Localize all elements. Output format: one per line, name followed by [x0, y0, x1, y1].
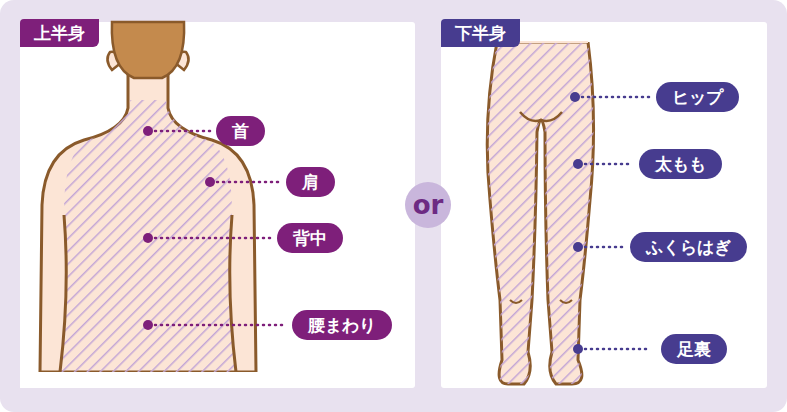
body-part-label: 足裏 — [661, 334, 727, 364]
panel-ground — [441, 22, 767, 388]
point-dot — [143, 233, 153, 243]
leader-line — [155, 130, 211, 133]
part-name: 背中 — [293, 228, 327, 248]
region-tag: 下半身 — [441, 19, 520, 47]
part-name: 腰まわり — [308, 315, 376, 335]
body-part-label: 首 — [216, 116, 265, 146]
body-part-label: 肩 — [286, 167, 335, 197]
part-name: 太もも — [655, 154, 706, 174]
or-circle: or — [405, 182, 451, 228]
or-text: or — [413, 190, 444, 220]
point-dot — [143, 320, 153, 330]
leader-line — [585, 163, 633, 166]
leader-line — [155, 324, 285, 327]
body-part-label: 背中 — [277, 223, 343, 253]
point-dot — [573, 159, 583, 169]
body-part-label: ヒップ — [656, 82, 739, 112]
part-name: 足裏 — [677, 339, 711, 359]
leader-line — [582, 96, 650, 99]
body-region-panel: 上半身首肩背中腰まわり — [20, 22, 415, 388]
leader-line — [217, 181, 281, 184]
part-name: 首 — [232, 121, 249, 141]
region-tag: 上半身 — [20, 19, 99, 47]
leader-line — [585, 348, 651, 351]
body-part-label: ふくらはぎ — [630, 232, 747, 262]
leader-line — [155, 237, 271, 240]
part-name: ヒップ — [672, 87, 723, 107]
part-name: ふくらはぎ — [646, 237, 731, 257]
leader-line — [585, 246, 626, 249]
point-dot — [205, 177, 215, 187]
body-region-panel: 下半身ヒップ太ももふくらはぎ足裏 — [441, 22, 767, 388]
point-dot — [143, 126, 153, 136]
body-part-label: 腰まわり — [292, 310, 392, 340]
panel-ground — [20, 22, 415, 388]
part-name: 肩 — [302, 172, 319, 192]
point-dot — [573, 242, 583, 252]
lower-body-figure — [470, 24, 620, 384]
point-dot — [570, 92, 580, 102]
body-part-label: 太もも — [639, 149, 722, 179]
upper-body-figure — [20, 22, 270, 388]
point-dot — [573, 344, 583, 354]
